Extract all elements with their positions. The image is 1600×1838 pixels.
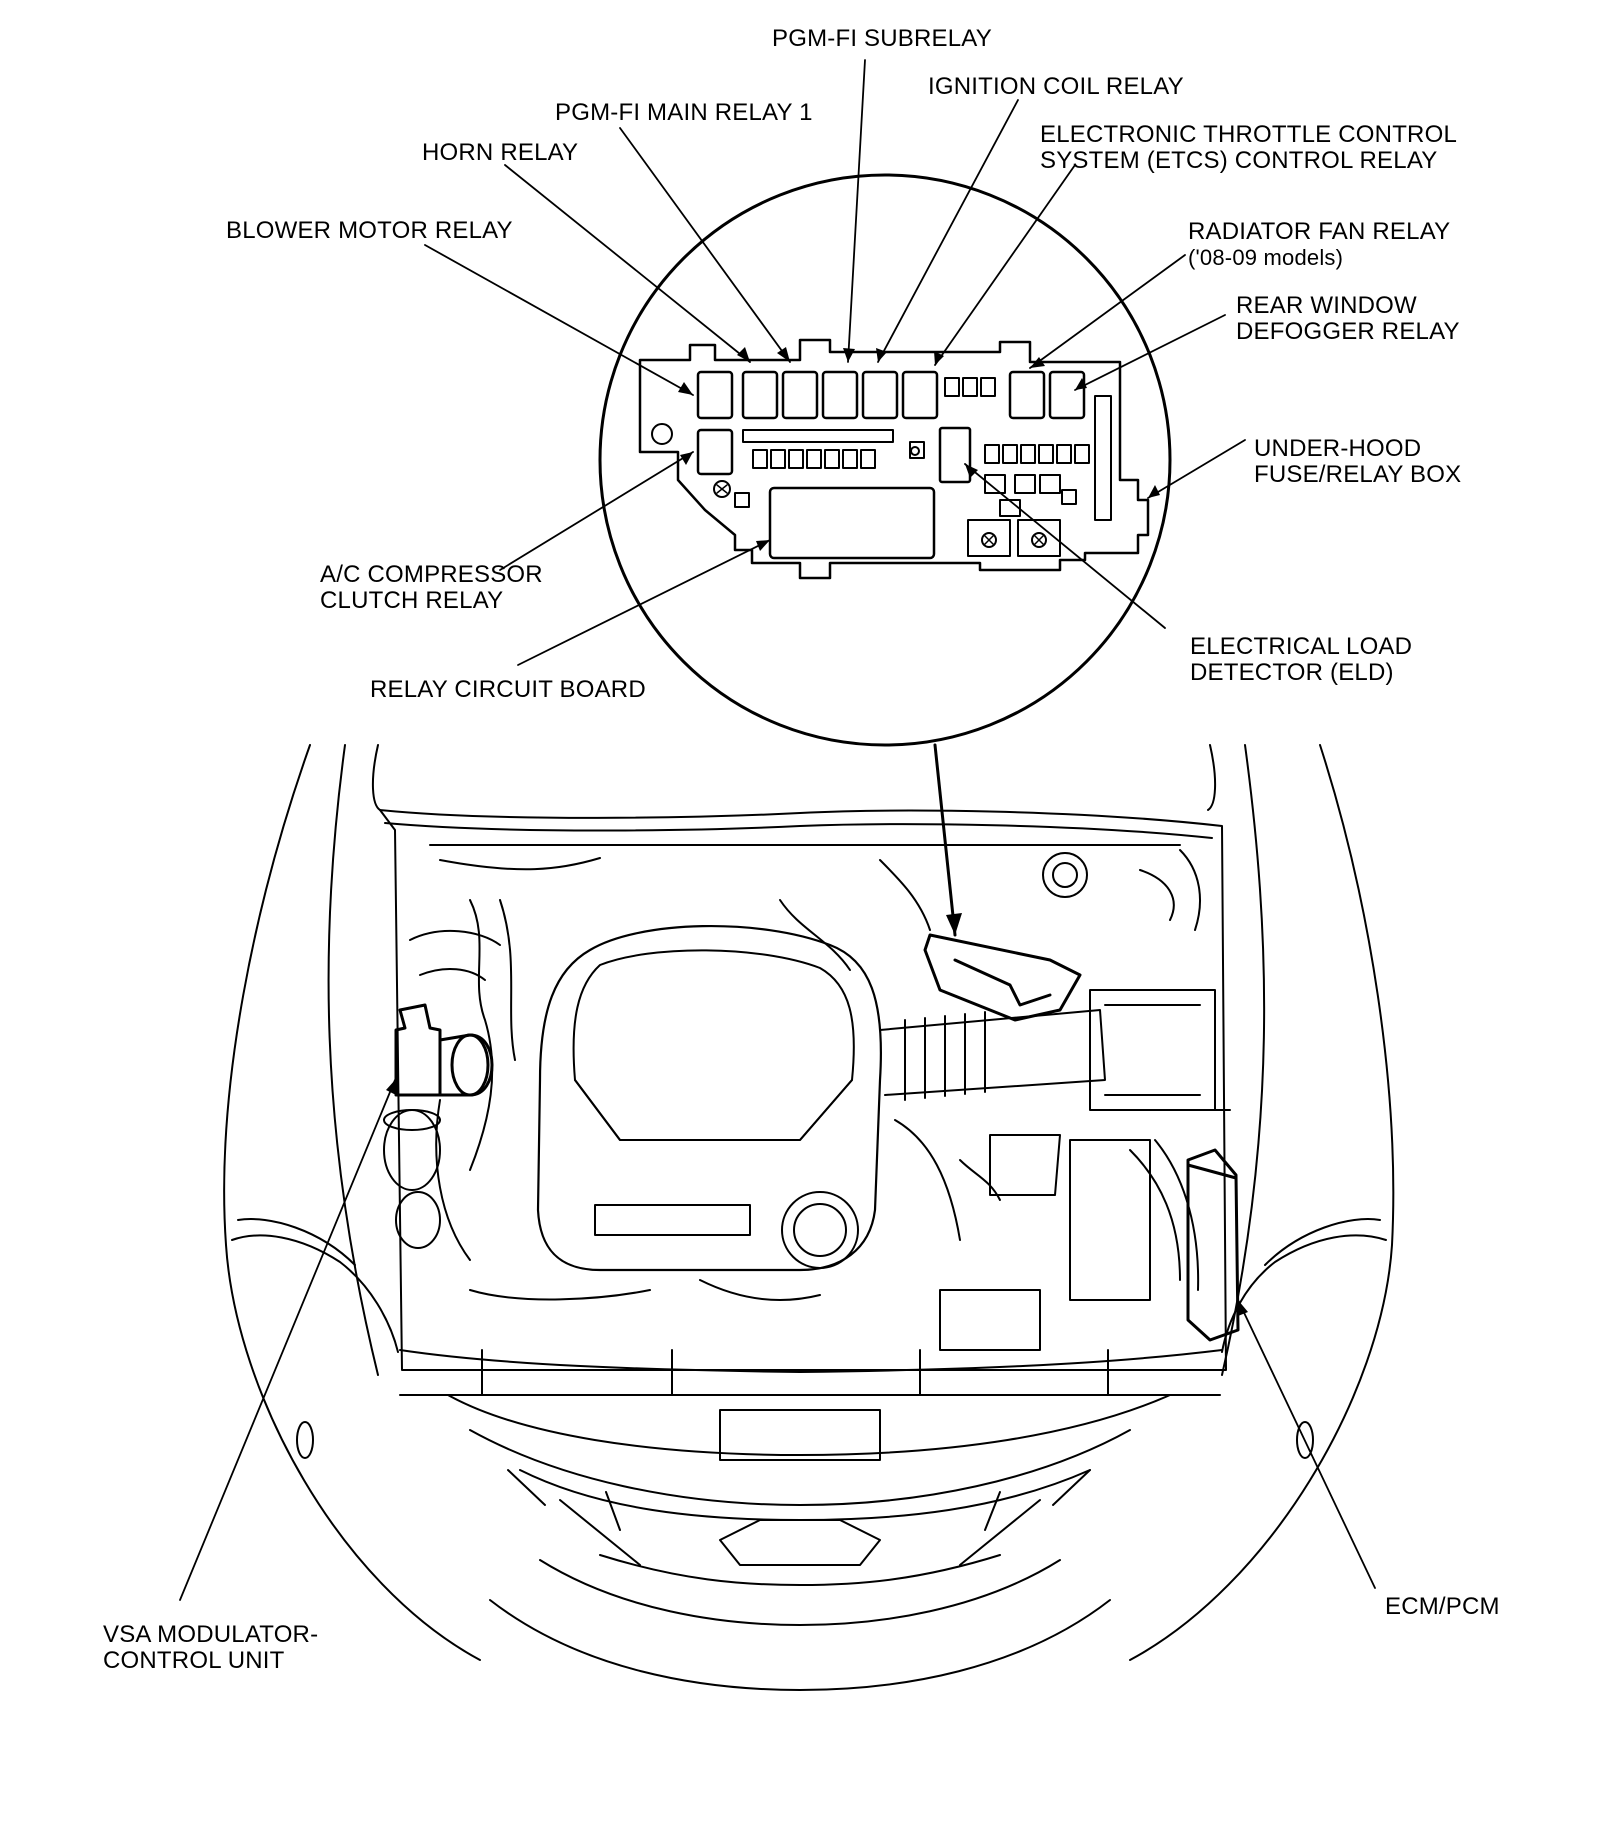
ecm-pcm-module: [1186, 1148, 1240, 1342]
label-relay-circuit-board: RELAY CIRCUIT BOARD: [370, 676, 646, 703]
label-blower-motor-relay: BLOWER MOTOR RELAY: [226, 217, 513, 244]
underhood-box-bay: [923, 933, 1082, 1022]
vsa-modulator: [394, 1003, 494, 1097]
connector-line: [933, 743, 962, 937]
label-underhood-fuse-box: UNDER-HOOD FUSE/RELAY BOX: [1254, 435, 1462, 488]
detail-circle: [598, 173, 1172, 747]
label-radiator-fan-relay: RADIATOR FAN RELAY ('08-09 models): [1188, 218, 1451, 271]
leader-lines-detail: [424, 59, 1246, 666]
label-ecm-pcm: ECM/PCM: [1385, 1593, 1500, 1620]
fuse-relay-box: [638, 338, 1150, 580]
label-etcs-relay: ELECTRONIC THROTTLE CONTROL SYSTEM (ETCS…: [1040, 121, 1457, 174]
label-eld: ELECTRICAL LOAD DETECTOR (ELD): [1190, 633, 1413, 686]
label-ignition-coil-relay: IGNITION COIL RELAY: [928, 73, 1184, 100]
label-ac-compressor-relay: A/C COMPRESSOR CLUTCH RELAY: [320, 561, 543, 614]
label-horn-relay: HORN RELAY: [422, 139, 579, 166]
car-drawing: [223, 744, 1395, 1691]
label-rear-defogger-relay: REAR WINDOW DEFOGGER RELAY: [1236, 292, 1460, 345]
label-pgmfi-main-relay: PGM-FI MAIN RELAY 1: [555, 99, 813, 126]
label-vsa-modulator: VSA MODULATOR- CONTROL UNIT: [103, 1621, 319, 1674]
leader-lines-car: [179, 1079, 1376, 1601]
leader-arrowheads-detail: [678, 347, 1160, 551]
leader-arrowheads-car: [386, 1080, 1248, 1316]
label-pgmfi-subrelay: PGM-FI SUBRELAY: [772, 25, 992, 52]
